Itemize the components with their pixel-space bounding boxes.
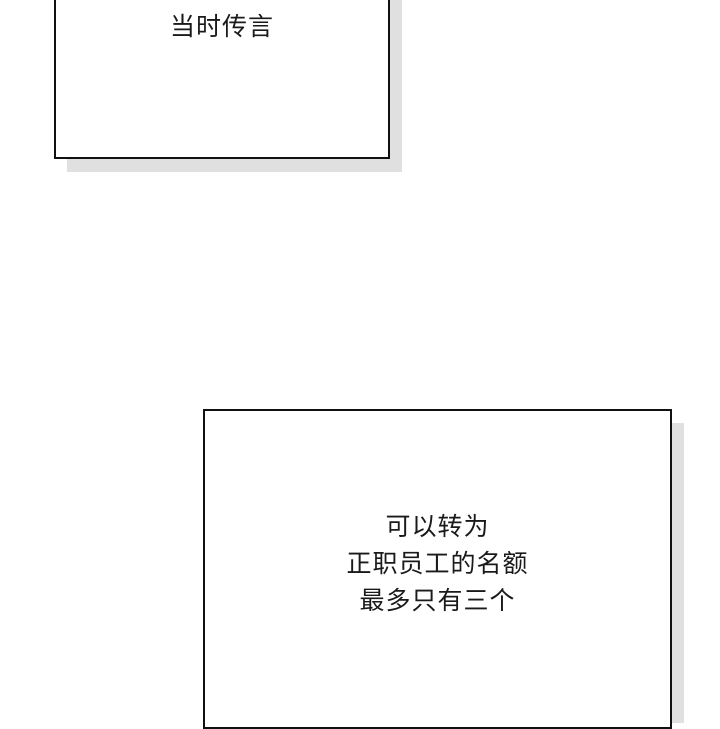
caption-text: 当时传言	[56, 8, 388, 45]
caption-box-quota: 可以转为 正职员工的名额 最多只有三个	[203, 409, 672, 729]
caption-box-rumor: 当时传言	[54, 0, 390, 159]
caption-line: 可以转为	[385, 512, 490, 541]
caption-line: 当时传言	[169, 12, 274, 41]
caption-text: 可以转为 正职员工的名额 最多只有三个	[205, 508, 670, 619]
caption-line: 正职员工的名额	[346, 549, 529, 578]
caption-line: 最多只有三个	[359, 586, 516, 615]
